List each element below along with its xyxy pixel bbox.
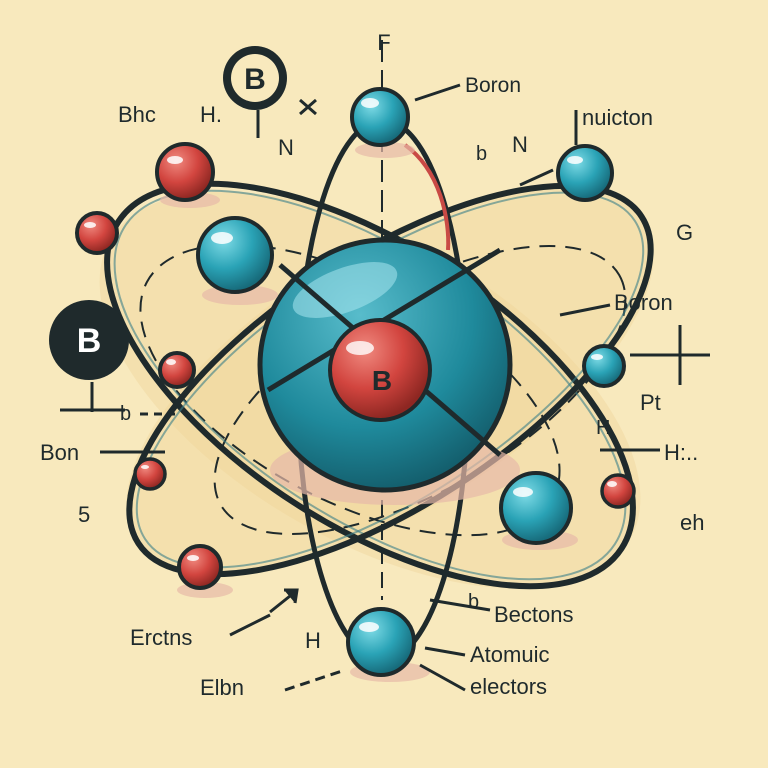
proton-upper-left (155, 142, 220, 208)
electron-top (350, 87, 415, 158)
electron-lower-right (499, 471, 578, 550)
label-pt: Pt (640, 390, 661, 415)
label-n-left: N (278, 135, 294, 160)
badge-left: B (49, 300, 129, 412)
label-eh: eh (680, 510, 704, 535)
electron-right (582, 344, 626, 388)
label-b-small-left: b (120, 403, 131, 425)
leader-boron-right (559, 303, 611, 317)
electron-upper-left (196, 216, 278, 305)
nucleus-highlight (292, 262, 398, 318)
proton-bottom-left (177, 544, 233, 598)
leader-boron-top (414, 83, 461, 102)
proton-right (600, 473, 636, 509)
label-h-right: H (596, 417, 610, 439)
leader-electors (419, 663, 466, 692)
orbit-accent-red (403, 143, 451, 251)
cross-mark (299, 98, 317, 116)
label-n-right: N (512, 132, 528, 157)
label-elbn: Elbn (200, 675, 244, 700)
proton-far-left (75, 211, 119, 255)
arrow-icon (269, 588, 299, 614)
electron-bottom (346, 607, 430, 682)
label-b-small-bottom: b (468, 591, 479, 613)
label-h-colon: H:.. (664, 440, 698, 465)
leader-n-right (519, 168, 554, 187)
label-five: 5 (78, 502, 90, 527)
label-bectons: Bectons (494, 602, 574, 627)
label-boron-top: Boron (465, 74, 521, 97)
label-boron-right: Boron (614, 290, 673, 315)
leader-atomuic (424, 646, 466, 657)
nucleus-symbol: B (372, 365, 392, 396)
label-bon: Bon (40, 440, 79, 465)
label-g: G (676, 220, 693, 245)
label-nuicton: nuicton (582, 105, 653, 130)
label-top-letter: F (377, 30, 390, 55)
leader-elbn (284, 668, 346, 692)
leader-erctns (229, 613, 271, 637)
label-electors: electors (470, 674, 547, 699)
svg-text:B: B (244, 63, 266, 96)
label-bhc: Bhc (118, 102, 156, 127)
proton-mid-left (158, 351, 196, 389)
badge-top: B (223, 46, 287, 138)
proton-lower-left (133, 457, 167, 491)
label-atomuic: Atomuic (470, 642, 549, 667)
leader-bectons (429, 598, 491, 612)
electron-upper-right (556, 144, 614, 202)
label-erctns: Erctns (130, 625, 192, 650)
label-b-small-top: b (476, 143, 487, 165)
label-h-bottom: H (305, 628, 321, 653)
proton-core-highlight (346, 341, 374, 355)
svg-text:B: B (77, 322, 102, 360)
label-h-dot: H. (200, 102, 222, 127)
